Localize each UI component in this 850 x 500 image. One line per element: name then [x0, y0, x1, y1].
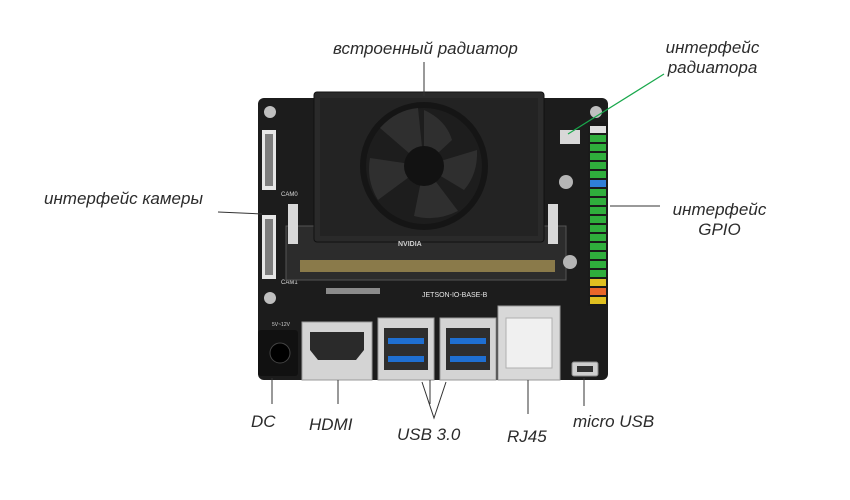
gpio-pin [590, 135, 606, 142]
mounting-hole [264, 106, 276, 118]
gpio-pin [590, 180, 606, 187]
label-fan-interface: интерфейс радиатора [655, 38, 770, 78]
fan-connector [560, 130, 580, 144]
gpio-pins [590, 126, 606, 304]
gpio-pin [590, 189, 606, 196]
standoff [563, 255, 577, 269]
usb3-port-2-tongue [450, 338, 486, 344]
dc-jack-opening [269, 342, 291, 364]
label-rj45: RJ45 [507, 427, 547, 446]
label-gpio-line2: GPIO [698, 220, 741, 239]
gpio-pin [590, 144, 606, 151]
label-hdmi: HDMI [309, 415, 353, 434]
fan-hub [404, 146, 444, 186]
cam0-silk: CAM0 [281, 192, 298, 198]
sodimm-contacts [300, 260, 555, 272]
gpio-pin [590, 279, 606, 286]
gpio-pin [590, 162, 606, 169]
gpio-pin [590, 234, 606, 241]
gpio-pin [590, 198, 606, 205]
camera-connector-1-slot [265, 134, 273, 186]
gpio-pin [590, 216, 606, 223]
mounting-hole [264, 292, 276, 304]
usb3-port-2-tongue2 [450, 356, 486, 362]
nvidia-brand: NVIDIA [398, 241, 422, 248]
hdmi-opening [310, 332, 364, 360]
usb3-port-1-opening [384, 328, 428, 370]
label-micro-usb: micro USB [573, 412, 655, 431]
label-usb3: USB 3.0 [397, 425, 461, 444]
pointer-fan-interface [567, 73, 665, 135]
dc-rating-silk: 5V~12V [272, 322, 291, 328]
board-name-silk: JETSON-IO-BASE-B [422, 292, 488, 299]
rj45-opening [505, 317, 553, 369]
gpio-pin [590, 243, 606, 250]
camera-connector-2-slot [265, 219, 273, 275]
label-heatsink: встроенный радиатор [333, 39, 518, 58]
label-fan-interface-line1: интерфейс [665, 38, 760, 57]
usb3-port-1-tongue2 [388, 356, 424, 362]
label-gpio: интерфейс GPIO [662, 200, 777, 240]
gpio-pin [590, 225, 606, 232]
label-dc: DC [251, 412, 276, 431]
gpio-pin [590, 288, 606, 295]
header-strip [326, 288, 380, 294]
gpio-pin [590, 171, 606, 178]
micro-usb-opening [577, 366, 593, 372]
pointer-usb3-fork [421, 381, 447, 420]
gpio-pin [590, 252, 606, 259]
label-camera-interface: интерфейс камеры [44, 189, 203, 208]
label-gpio-line1: интерфейс [672, 200, 767, 219]
label-fan-interface-line2: радиатора [667, 58, 758, 77]
cam1-silk: CAM1 [281, 280, 298, 286]
usb3-port-2-opening [446, 328, 490, 370]
usb3-port-1-tongue [388, 338, 424, 344]
gpio-pin [590, 207, 606, 214]
gpio-pin [590, 261, 606, 268]
slot-latch-right [548, 204, 558, 244]
slot-latch-left [288, 204, 298, 244]
gpio-pin [590, 153, 606, 160]
pointer-camera [217, 211, 263, 215]
gpio-pin [590, 270, 606, 277]
standoff [559, 175, 573, 189]
gpio-pin [590, 297, 606, 304]
gpio-pin [590, 126, 606, 133]
